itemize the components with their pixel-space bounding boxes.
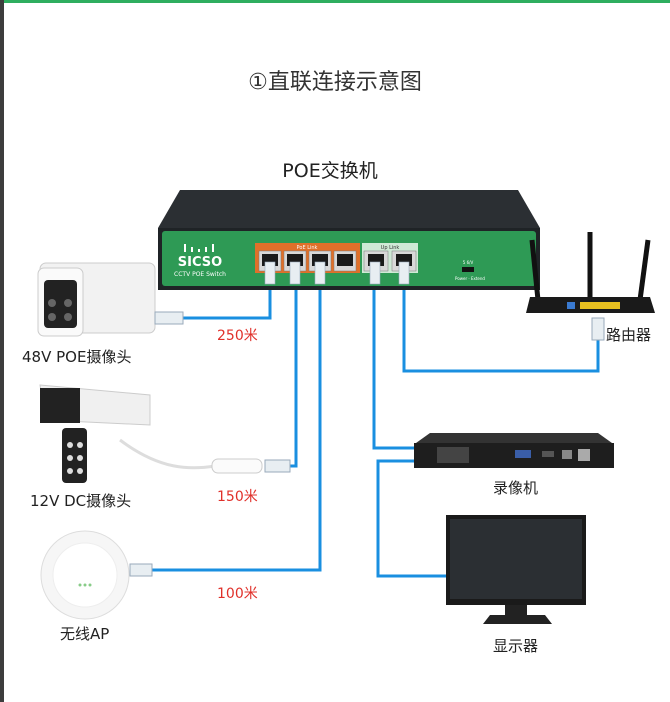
switch-label: POE交换机 (282, 160, 378, 182)
cable-camera-dc (290, 285, 298, 468)
cables (152, 285, 600, 578)
svg-text:Up Link: Up Link (381, 245, 400, 251)
router (526, 232, 655, 341)
label-monitor: 显示器 (493, 637, 539, 655)
dc-camera (39, 384, 291, 483)
poe-camera (37, 262, 184, 337)
cable-camera-poe (182, 285, 272, 320)
cable-ap (152, 285, 322, 572)
label-dc-camera: 12V DC摄像头 (30, 492, 132, 510)
svg-text:PoE Link: PoE Link (297, 245, 318, 251)
label-router: 路由器 (606, 326, 652, 344)
distance-poe-camera: 250米 (217, 328, 258, 344)
label-ap: 无线AP (60, 625, 110, 643)
poe-switch: SICSO CCTV POE Switch PoE Link Up Link 5… (158, 190, 540, 290)
cable-nvr (372, 285, 414, 450)
svg-text:CCTV POE Switch: CCTV POE Switch (174, 271, 226, 278)
top-accent-bar (0, 0, 670, 3)
sicso-logo: SICSO CCTV POE Switch (174, 244, 226, 278)
svg-text:Power · Extend: Power · Extend (455, 276, 485, 281)
label-nvr: 录像机 (493, 479, 539, 497)
cable-router (402, 285, 600, 373)
rj45-plugs (264, 261, 410, 285)
distance-dc-camera: 150米 (217, 489, 258, 505)
wireless-ap (40, 530, 153, 620)
svg-text:SICSO: SICSO (178, 255, 222, 270)
svg-text:5 6/V: 5 6/V (463, 260, 474, 265)
cable-monitor (376, 459, 446, 578)
left-border (0, 0, 4, 702)
monitor (446, 515, 586, 624)
nvr (414, 433, 614, 468)
label-poe-camera: 48V POE摄像头 (22, 348, 132, 366)
page-title: ①直联连接示意图 (248, 70, 422, 95)
distance-ap: 100米 (217, 586, 258, 602)
